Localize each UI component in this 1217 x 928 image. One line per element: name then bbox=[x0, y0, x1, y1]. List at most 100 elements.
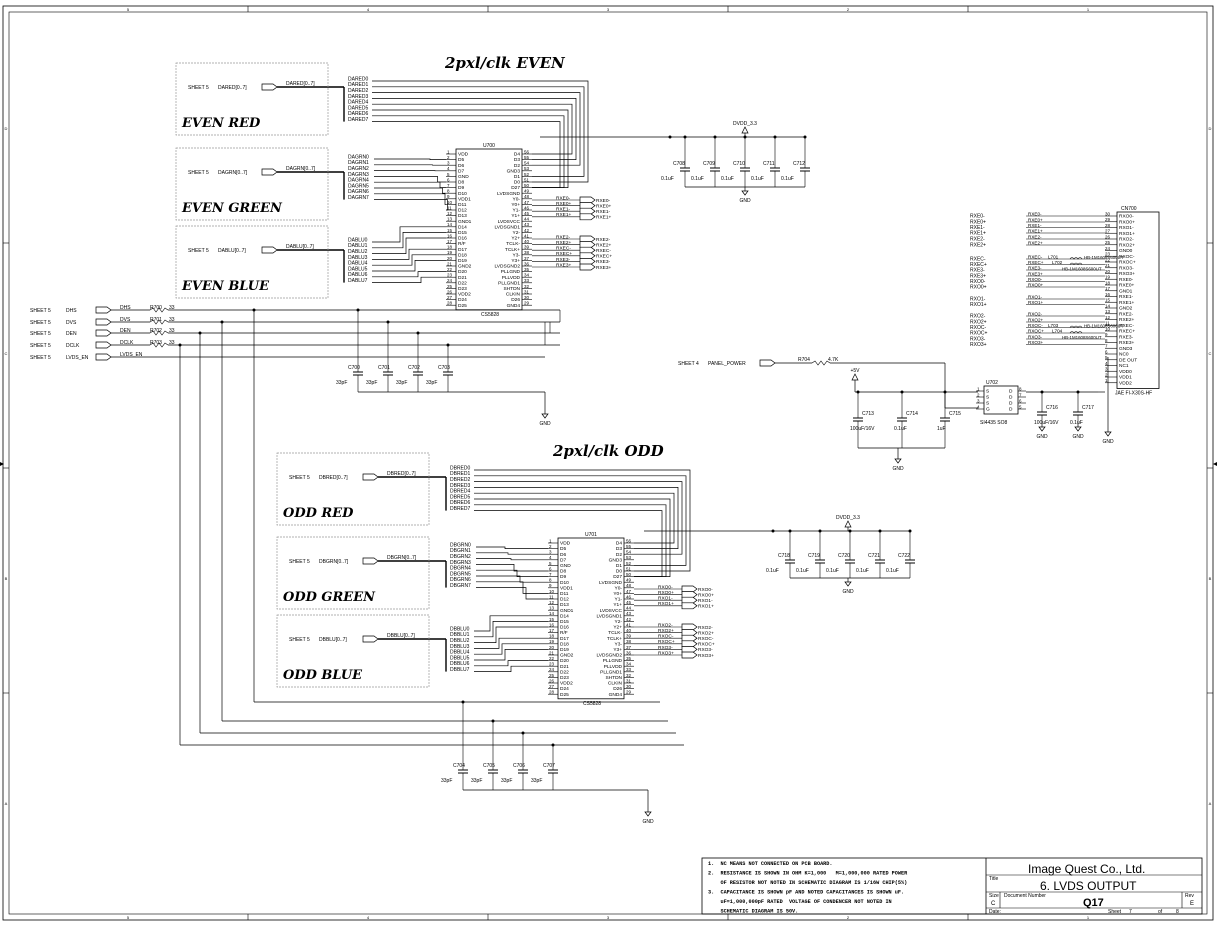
pin-number: 13 bbox=[447, 217, 453, 222]
pin-number: 26 bbox=[1105, 234, 1111, 239]
net-label: DARED2 bbox=[348, 88, 369, 94]
connector-net-port: RXO0+ bbox=[970, 285, 987, 291]
resistor-value: 4.7K bbox=[828, 357, 839, 363]
bus-name: DAGRN[0..7] bbox=[286, 166, 316, 172]
pin-number: 28 bbox=[1105, 223, 1111, 228]
lvds-net-label: RXOC+ bbox=[658, 639, 675, 645]
pin-number: 21 bbox=[447, 261, 453, 266]
capacitor-value: 0.1uF bbox=[796, 568, 809, 574]
lvds-net-label: RXO0- bbox=[658, 584, 673, 590]
net-label: DBBLU1 bbox=[450, 632, 470, 638]
capacitor-value: 33pF bbox=[441, 778, 452, 784]
net-label: DABLU0 bbox=[348, 237, 368, 243]
even-lvds-port bbox=[579, 207, 596, 215]
even-green-net bbox=[374, 158, 446, 160]
signal-group-title: EVEN GREEN bbox=[181, 201, 283, 216]
pin-name: D4 bbox=[616, 541, 622, 547]
capacitor-value: 0.1uF bbox=[826, 568, 839, 574]
pin-name: D2 bbox=[616, 552, 622, 558]
net-label: DBBLU3 bbox=[450, 644, 470, 650]
pin-name: RXOC- bbox=[1119, 254, 1135, 260]
pin-number: 20 bbox=[549, 645, 555, 650]
net-label: DAGRN1 bbox=[348, 160, 369, 166]
odd-green-net bbox=[476, 564, 548, 572]
lvds-port-label: RXO1+ bbox=[698, 604, 714, 610]
pin-name: D1 bbox=[514, 174, 520, 180]
pin-number: 26 bbox=[447, 289, 453, 294]
pin-name: D17 bbox=[458, 247, 467, 253]
resistor-ref: R704 bbox=[798, 357, 810, 363]
port-name: DAGRN[0..7] bbox=[218, 170, 248, 176]
resistor-ref: R702 bbox=[150, 328, 162, 334]
pin-name: D14 bbox=[458, 224, 467, 230]
rev-label: Rev bbox=[1185, 893, 1194, 899]
pin-name: GND1 bbox=[1119, 288, 1133, 294]
pin-number: 49 bbox=[524, 189, 530, 194]
pin-name: Y0+ bbox=[613, 591, 622, 597]
capacitor-value: 0.1uF bbox=[886, 568, 899, 574]
pin-number: 56 bbox=[524, 149, 530, 154]
lvds-net-label: RXO1- bbox=[658, 596, 673, 602]
pin-number: 53 bbox=[626, 555, 632, 560]
connector-net-port: RXO2+ bbox=[970, 320, 987, 326]
bus-port bbox=[261, 168, 278, 176]
net-label: DBGRN4 bbox=[450, 566, 471, 572]
pin-number: 12 bbox=[549, 600, 555, 605]
pin-name: RXO2+ bbox=[1119, 242, 1135, 248]
net-label: DAGRN6 bbox=[348, 189, 369, 195]
pin-number: 38 bbox=[524, 250, 530, 255]
pin-number: 41 bbox=[626, 622, 632, 627]
bus-name: DABLU[0..7] bbox=[286, 244, 314, 250]
pin-number: 38 bbox=[626, 639, 632, 644]
signal-group-title: ODD BLUE bbox=[283, 668, 363, 683]
connector-net-label: RXOC- bbox=[1028, 323, 1043, 328]
sync-port-name: LVDS_EN bbox=[66, 355, 89, 361]
odd-lvds-port bbox=[681, 640, 698, 648]
resistor-zigzag bbox=[149, 342, 169, 348]
pin-name: LVDSGND1 bbox=[596, 613, 622, 619]
net-label: DBGRN0 bbox=[450, 542, 471, 548]
pin-number: 2 bbox=[977, 392, 980, 397]
even-green-net bbox=[374, 176, 446, 183]
pin-name: D26 bbox=[511, 297, 520, 303]
net-label: DBRED3 bbox=[450, 483, 471, 489]
net-label: DBRED6 bbox=[450, 500, 471, 506]
zone-col-top: 2 bbox=[847, 7, 850, 12]
pin-name: D12 bbox=[560, 597, 569, 603]
net-label: DABLU4 bbox=[348, 261, 368, 267]
odd-red-net bbox=[474, 475, 687, 566]
note-line: 1. NC MEANS NOT CONNECTED ON PCB BOARD. bbox=[708, 861, 833, 867]
connector-net-label: RXE3+ bbox=[1028, 271, 1043, 276]
pin-number: 43 bbox=[626, 611, 632, 616]
odd-lvds-port bbox=[681, 596, 698, 604]
pin-name: D22 bbox=[458, 280, 467, 286]
pin-number: 11 bbox=[549, 594, 554, 599]
even-blue-net bbox=[372, 248, 446, 260]
pin-name: RXO3- bbox=[1119, 265, 1134, 271]
pin-number: 31 bbox=[524, 289, 530, 294]
capacitor-ref: C713 bbox=[862, 411, 874, 417]
pin-number: 25 bbox=[1105, 240, 1111, 245]
capacitor-value: 1uF bbox=[937, 426, 946, 432]
port-name: DABLU[0..7] bbox=[218, 248, 246, 254]
pin-number: 40 bbox=[524, 239, 530, 244]
capacitor-ref: C715 bbox=[949, 411, 961, 417]
pin-number: 18 bbox=[549, 634, 555, 639]
net-label: DAGRN4 bbox=[348, 178, 369, 184]
zone-col-bottom: 4 bbox=[367, 915, 370, 920]
connector-net-label: RXO1+ bbox=[1028, 300, 1044, 305]
junction-dot bbox=[856, 390, 860, 394]
capacitor-value: 0.1uF bbox=[691, 176, 704, 182]
pin-number: 34 bbox=[524, 273, 530, 278]
pin-name: D27 bbox=[613, 574, 622, 580]
pin-name: RXE2- bbox=[1119, 311, 1134, 317]
connector-net-label: RXO2+ bbox=[1028, 317, 1044, 322]
signal-group-title: EVEN BLUE bbox=[181, 279, 270, 294]
junction-dot bbox=[416, 331, 420, 335]
size-label: Size bbox=[989, 893, 999, 899]
pin-name: D14 bbox=[560, 613, 569, 619]
connector-net-label: RXO3+ bbox=[1028, 340, 1044, 345]
pin-name: Y2- bbox=[513, 230, 521, 236]
odd-green-net bbox=[476, 546, 548, 549]
pin-number: 6 bbox=[1019, 398, 1022, 403]
